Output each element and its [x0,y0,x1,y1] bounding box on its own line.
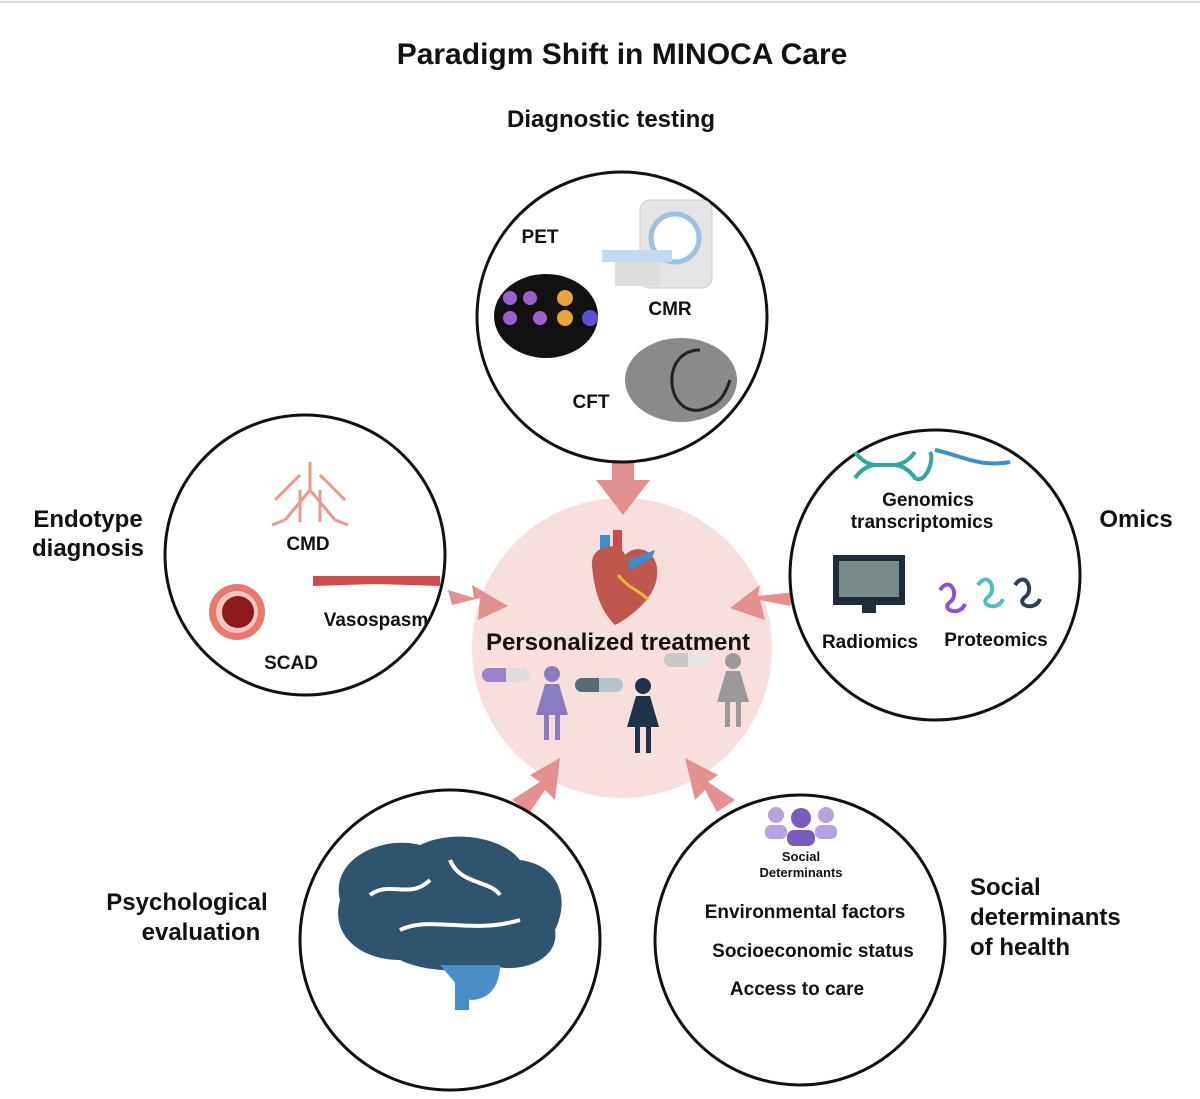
microvasculature-icon [271,462,349,527]
mri-scanner-icon [602,199,713,289]
psych-heading-line1: Psychological [106,889,267,916]
cft-label: CFT [573,392,610,413]
social-heading-line3: of health [970,934,1070,961]
woman-icon [536,666,568,740]
social-heading-line1: Social [970,874,1041,901]
endotype-heading-line2: diagnosis [32,535,144,562]
radiomics-label: Radiomics [822,632,918,653]
woman-icon [717,653,749,727]
center-label: Personalized treatment [486,629,750,656]
protein-icon [938,577,1042,614]
pet-label: PET [522,227,559,248]
arrow-bottom-right [685,758,735,812]
scad-label: SCAD [264,653,318,674]
omics-circle [788,428,1082,722]
environmental-factors-label: Environmental factors [705,902,906,923]
endotype-heading-line1: Endotype [33,506,142,533]
access-to-care-label: Access to care [730,979,864,1000]
angiogram-image [625,338,737,422]
genomics-label: Genomics [882,490,974,511]
cmd-label: CMD [286,534,329,555]
pill-icon [482,668,530,682]
angiogram-vessel [670,348,732,412]
vasospasm-label: Vasospasm [324,610,429,631]
pill-icon [575,678,623,692]
social-icon-label-line1: Social [782,849,820,864]
arrows [448,462,795,812]
social-circle [653,793,947,1087]
diagram-title: Paradigm Shift in MINOCA Care [397,38,848,71]
arrow-top [596,462,650,515]
proteomics-label: Proteomics [944,630,1047,651]
arrow-bottom-left [512,758,560,812]
psych-heading-line2: evaluation [142,919,261,946]
socioeconomic-status-label: Socioeconomic status [712,941,914,962]
monitor-icon [833,555,905,613]
omics-heading: Omics [1099,506,1172,533]
vasospasm-vessel-icon [313,576,440,586]
social-heading-line2: determinants [970,904,1121,931]
transcriptomics-label: transcriptomics [851,512,994,533]
brain-icon [338,836,562,1010]
diagnostic-heading: Diagnostic testing [507,106,715,133]
pet-scan-rings [503,290,598,326]
heart-icon [591,530,658,625]
woman-icon [627,678,659,753]
people-group-icon [765,807,837,846]
arrow-left [448,585,508,620]
scad-artery-icon [209,584,265,640]
arrow-right [730,585,795,620]
cmr-label: CMR [648,299,692,320]
social-icon-label-line2: Determinants [759,865,842,880]
dna-icon [853,450,934,482]
rna-icon [934,448,1011,466]
pill-icon [664,653,712,667]
